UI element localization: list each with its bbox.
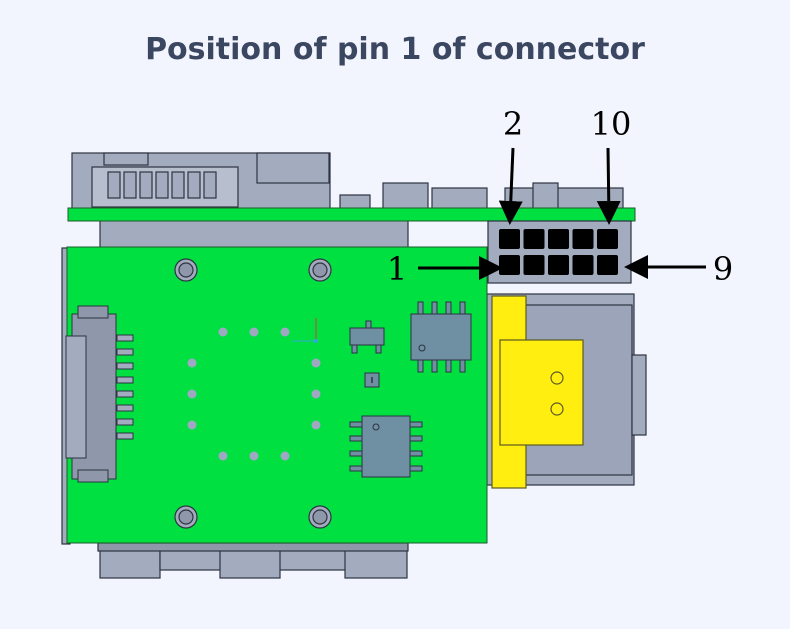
connector-pin-cell [548, 255, 569, 275]
connector-pin-cell [499, 255, 520, 275]
connector-pin-cell [523, 229, 545, 249]
connector-pin-cell [572, 229, 594, 249]
pin-2-label: 2 [503, 105, 523, 143]
connector-pin-grid [499, 229, 618, 275]
connector-pin-cell [597, 229, 618, 249]
pin-10-label: 10 [591, 105, 632, 143]
mounting-holes [174, 258, 332, 529]
main-pcb [65, 246, 488, 544]
connector-pin-cell [572, 255, 594, 275]
connector-pin-cell [523, 255, 545, 275]
pin-10-arrow [596, 147, 621, 225]
pin-annotations: 2 10 1 9 [387, 105, 733, 288]
page-title: Position of pin 1 of connector [145, 32, 645, 67]
soic-chip-upper [410, 301, 472, 373]
pin-connector [487, 220, 632, 284]
side-connector [65, 305, 134, 483]
pad-dots [187, 327, 321, 461]
pin-1-label: 1 [387, 250, 407, 288]
connector-pin-cell [499, 229, 520, 249]
connector-pin-cell [548, 229, 569, 249]
top-pcb-edge [67, 207, 636, 222]
soic-chip-lower [349, 415, 423, 478]
yellow-connector-part [491, 295, 584, 489]
pin-9-label: 9 [713, 250, 733, 288]
connector-pin-cell [597, 255, 618, 275]
transistor-component [349, 320, 385, 354]
pin-2-arrow [498, 147, 523, 225]
